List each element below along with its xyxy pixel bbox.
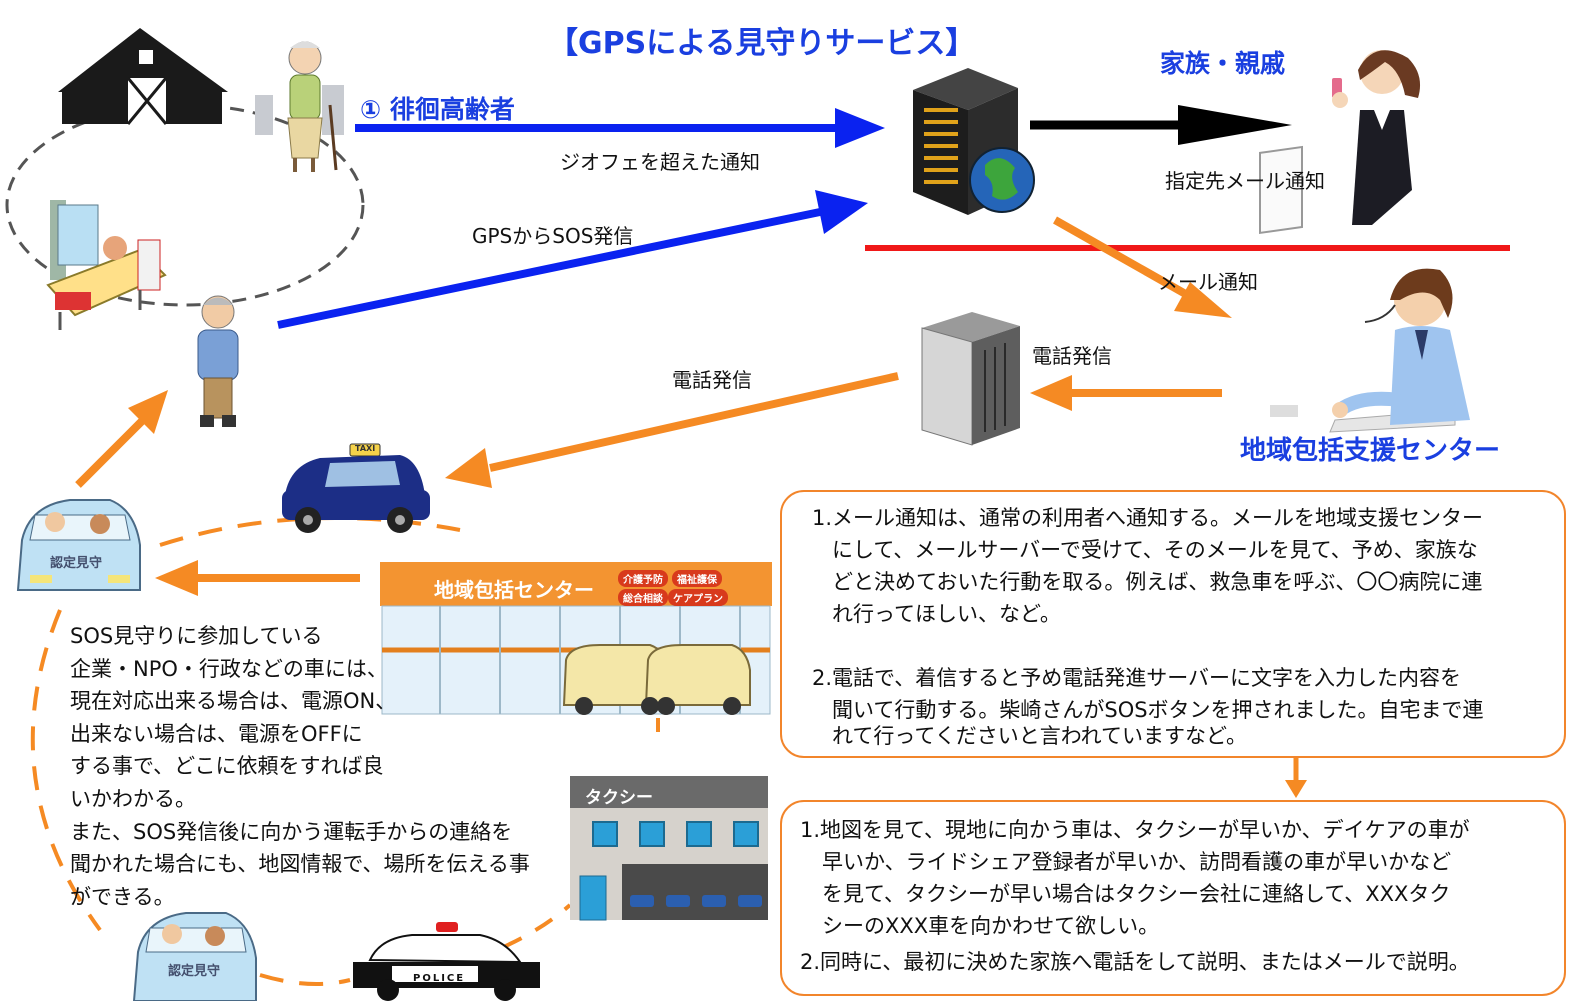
box-link-arrowhead — [1285, 780, 1307, 798]
note-line: 聞かれた場合にも、地図情報で、場所を伝える事 — [70, 852, 530, 877]
mail-notice-arrowhead — [1174, 282, 1232, 318]
police-car-icon — [353, 922, 540, 1001]
server-globe-icon — [913, 68, 1035, 215]
note-line: 企業・NPO・行政などの車には、 — [70, 656, 388, 681]
center-building-icon — [380, 562, 772, 715]
note-line: SOS見守りに参加している — [70, 624, 323, 648]
sos-arrowhead — [815, 190, 868, 234]
sos-arrow — [277, 208, 821, 329]
center-label: 地域包括支援センター — [1240, 436, 1501, 466]
taxi-roof-sign: TAXI — [355, 444, 376, 453]
building-tag: 介護予防 — [618, 570, 668, 587]
family-mail-arrowhead — [1178, 105, 1292, 145]
car-to-elder-arrow — [75, 415, 148, 488]
box1-line: 1.メール通知は、通常の利用者へ通知する。メールを地域支援センター — [812, 506, 1484, 530]
house-icon — [58, 28, 228, 125]
box2-line: 早いか、ライドシェア登録者が早いか、訪問看護の車が早いかなど — [822, 850, 1452, 874]
bed-icon — [46, 200, 167, 330]
gps-sos-label: GPSからSOS発信 — [472, 224, 634, 248]
building-tag: 福祉護保 — [672, 570, 722, 587]
family-woman-icon — [1332, 50, 1421, 225]
phone-call-taxi-label: 電話発信 — [672, 368, 752, 392]
note-line: 現在対応出来る場合は、電源ON、 — [70, 689, 397, 714]
note-line: いかわかる。 — [70, 786, 196, 811]
taxi-icon — [282, 443, 430, 533]
mail-notice-arrow — [1053, 216, 1207, 309]
geofence-notice-label: ジオフェを超えた通知 — [560, 150, 760, 174]
elderly-man-icon — [197, 295, 239, 427]
note-line: ができる。 — [70, 884, 175, 909]
building-sign: 地域包括センター — [434, 578, 594, 602]
note-line: また、SOS発信後に向かう運転手からの連絡を — [70, 819, 513, 844]
phone-server-icon — [921, 312, 1020, 446]
designated-mail-label: 指定先メール通知 — [1165, 169, 1325, 193]
note-line: 出来ない場合は、電源をOFFに — [70, 721, 363, 746]
operator-icon — [1259, 145, 1470, 433]
box2-line: を見て、タクシーが早い場合はタクシー会社に連絡して、XXXタク — [822, 882, 1451, 906]
phone-call-server-label: 電話発信 — [1032, 344, 1112, 368]
wandering-elderly-label: ① 徘徊高齢者 — [360, 95, 515, 124]
car-route-dashed-bottom — [259, 973, 351, 986]
center-to-car-arrowhead — [155, 560, 198, 596]
box1-line: 2.電話で、着信すると予め電話発進サーバーに文字を入力した内容を — [812, 666, 1461, 690]
box1-line: れて行ってくださいと言われていますなど。 — [832, 724, 1247, 748]
watch-car-text: 認定見守 — [168, 964, 221, 979]
diagram-title: 【GPSによる見守りサービス】 — [548, 26, 976, 61]
mail-notice-label: メール通知 — [1158, 270, 1258, 294]
watch-car-text: 認定見守 — [50, 556, 103, 571]
note-line: する事で、どこに依頼をすれば良 — [70, 754, 384, 779]
box2-line: 1.地図を見て、現地に向かう車は、タクシーが早いか、デイケアの車が — [800, 818, 1470, 842]
notification-explanation-box: 1.メール通知は、通常の利用者へ通知する。メールを地域支援センター にして、メー… — [780, 490, 1566, 758]
box1-line: にして、メールサーバーで受けて、そのメールを見て、予め、家族な — [832, 538, 1478, 562]
taxi-building-sign: タクシー — [585, 788, 653, 808]
car-route-dashed-left — [30, 609, 102, 932]
box1-line: どと決めておいた行動を取る。例えば、救急車を呼ぶ、〇〇病院に連 — [832, 570, 1483, 594]
family-label: 家族・親戚 — [1160, 49, 1286, 78]
watch-car-icon — [16, 499, 141, 591]
box2-line: シーのXXX車を向かわせて欲しい。 — [822, 914, 1160, 938]
elderly-woman-icon — [255, 41, 344, 172]
operator-call-arrowhead — [1030, 375, 1072, 411]
box1-line: 聞いて行動する。柴崎さんがSOSボタンを押されました。自宅まで連 — [832, 698, 1484, 722]
car-route-dashed — [159, 516, 461, 547]
taxi-call-arrowhead — [445, 448, 492, 488]
geofence-arrowhead — [835, 108, 885, 148]
taxi-call-arrow — [489, 372, 899, 472]
police-car-text: POLICE — [413, 973, 466, 984]
box1-line: れ行ってほしい、など。 — [832, 602, 1061, 626]
car-to-elder-arrowhead — [128, 390, 168, 434]
box2-line: 2.同時に、最初に決めた家族へ電話をして説明、またはメールで説明。 — [800, 950, 1470, 974]
dispatch-explanation-box: 1.地図を見て、現地に向かう車は、タクシーが早いか、デイケアの車が 早いか、ライ… — [780, 800, 1566, 996]
taxi-company-icon — [570, 776, 768, 921]
left-note: SOS見守りに参加している 企業・NPO・行政などの車には、 現在対応出来る場合… — [70, 620, 530, 913]
building-tag: 総合相談 — [618, 589, 668, 606]
building-tag: ケアプラン — [668, 589, 728, 606]
watch-car-icon-2 — [132, 912, 257, 1001]
